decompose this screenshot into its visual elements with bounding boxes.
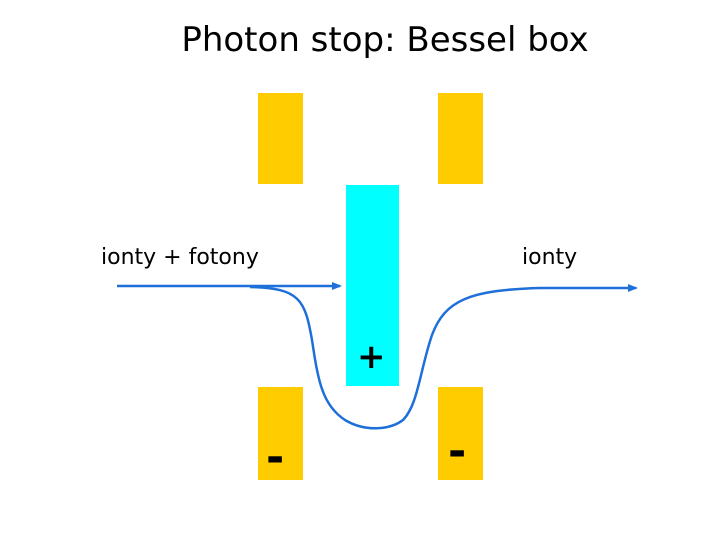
label-ions: ionty — [522, 245, 578, 270]
electrode-bottom-left — [258, 387, 303, 480]
negative-sign-right: - — [448, 426, 467, 477]
electrode-bottom-right — [438, 387, 483, 480]
negative-sign-left: - — [266, 432, 285, 483]
positive-sign: + — [357, 337, 386, 377]
electrode-top-right — [438, 93, 483, 184]
photon-stop-electrode — [346, 185, 399, 386]
electrode-top-left — [258, 93, 303, 184]
ion-trajectory-arrow — [249, 284, 638, 430]
label-ions-photons: ionty + fotony — [101, 245, 259, 270]
diagram-title: Photon stop: Bessel box — [181, 20, 589, 60]
